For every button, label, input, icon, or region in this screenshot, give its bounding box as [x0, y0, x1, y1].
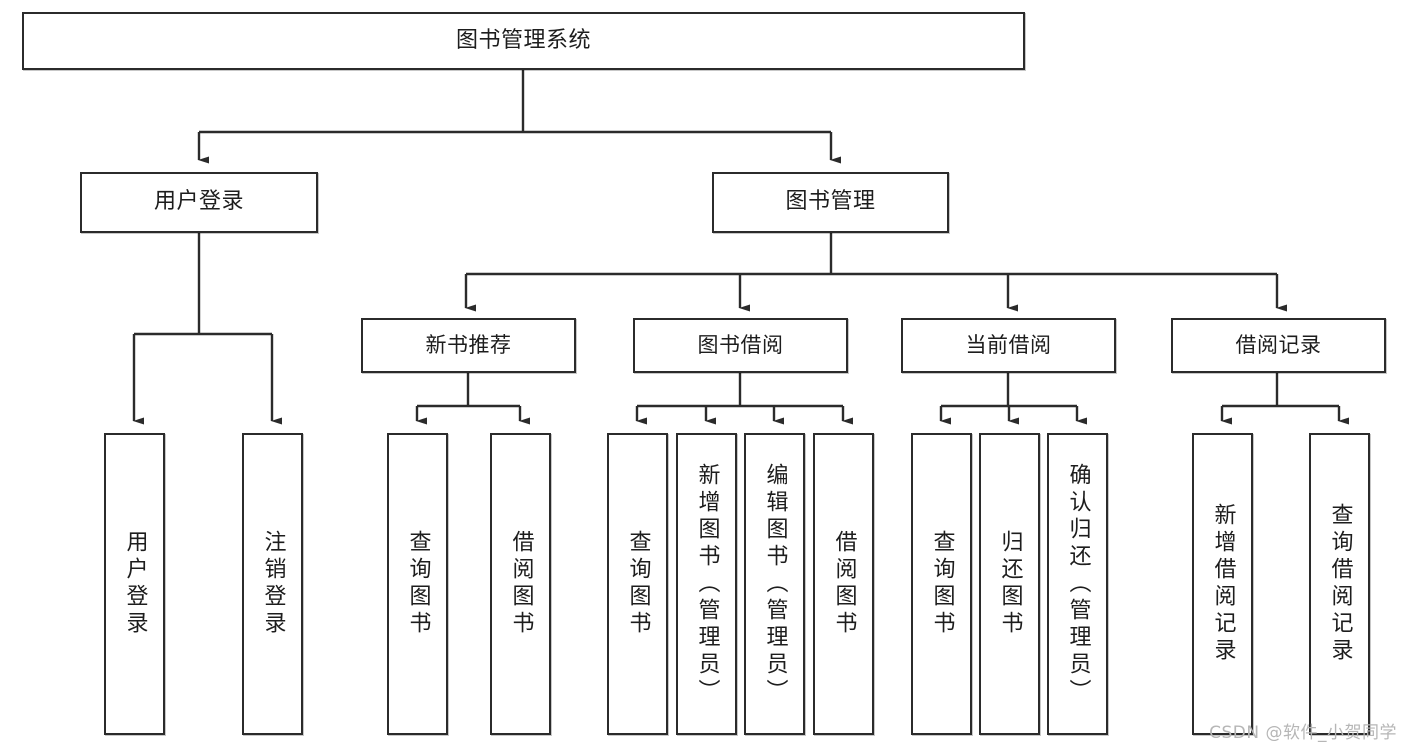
node-label: 查询图书	[625, 530, 651, 638]
node-label: 编辑图书（管理员）	[762, 462, 788, 706]
leaf-user-logout[interactable]: 注销登录	[242, 433, 303, 735]
node-new-book-recommend[interactable]: 新书推荐	[361, 318, 576, 373]
node-label: 新增图书（管理员）	[694, 462, 720, 706]
node-book-borrow[interactable]: 图书借阅	[633, 318, 848, 373]
node-label: 借阅图书	[831, 530, 857, 638]
leaf-borrow-edit-book-admin[interactable]: 编辑图书（管理员）	[744, 433, 805, 735]
node-label: 图书管理	[785, 189, 876, 215]
node-root-system[interactable]: 图书管理系统	[22, 12, 1025, 70]
leaf-current-confirm-return-admin[interactable]: 确认归还（管理员）	[1047, 433, 1108, 735]
node-label: 新增借阅记录	[1210, 503, 1236, 665]
node-label: 查询图书	[405, 530, 431, 638]
leaf-record-add-borrow-record[interactable]: 新增借阅记录	[1192, 433, 1253, 735]
leaf-recommend-query-book[interactable]: 查询图书	[387, 433, 448, 735]
node-label: 借阅记录	[1235, 332, 1322, 357]
node-label: 当前借阅	[965, 332, 1052, 357]
node-current-borrow[interactable]: 当前借阅	[901, 318, 1116, 373]
leaf-record-query-borrow-record[interactable]: 查询借阅记录	[1309, 433, 1370, 735]
node-label: 确认归还（管理员）	[1065, 462, 1091, 706]
leaf-current-query-book[interactable]: 查询图书	[911, 433, 972, 735]
leaf-current-return-book[interactable]: 归还图书	[979, 433, 1040, 735]
node-label: 归还图书	[997, 530, 1023, 638]
node-book-management[interactable]: 图书管理	[712, 172, 949, 233]
node-label: 图书管理系统	[455, 27, 591, 53]
node-label: 注销登录	[260, 530, 286, 638]
node-label: 借阅图书	[508, 530, 534, 638]
leaf-user-login[interactable]: 用户登录	[104, 433, 165, 735]
leaf-recommend-borrow-book[interactable]: 借阅图书	[490, 433, 551, 735]
leaf-borrow-query-book[interactable]: 查询图书	[607, 433, 668, 735]
node-label: 查询借阅记录	[1327, 503, 1353, 665]
node-label: 图书借阅	[697, 332, 784, 357]
leaf-borrow-borrow-book[interactable]: 借阅图书	[813, 433, 874, 735]
node-label: 查询图书	[929, 530, 955, 638]
node-label: 用户登录	[122, 530, 148, 638]
node-borrow-record[interactable]: 借阅记录	[1171, 318, 1386, 373]
node-user-login[interactable]: 用户登录	[80, 172, 318, 233]
csdn-watermark: CSDN @软件_小贺同学	[1209, 723, 1397, 743]
node-label: 用户登录	[153, 189, 244, 215]
leaf-borrow-add-book-admin[interactable]: 新增图书（管理员）	[676, 433, 737, 735]
node-label: 新书推荐	[425, 332, 512, 357]
